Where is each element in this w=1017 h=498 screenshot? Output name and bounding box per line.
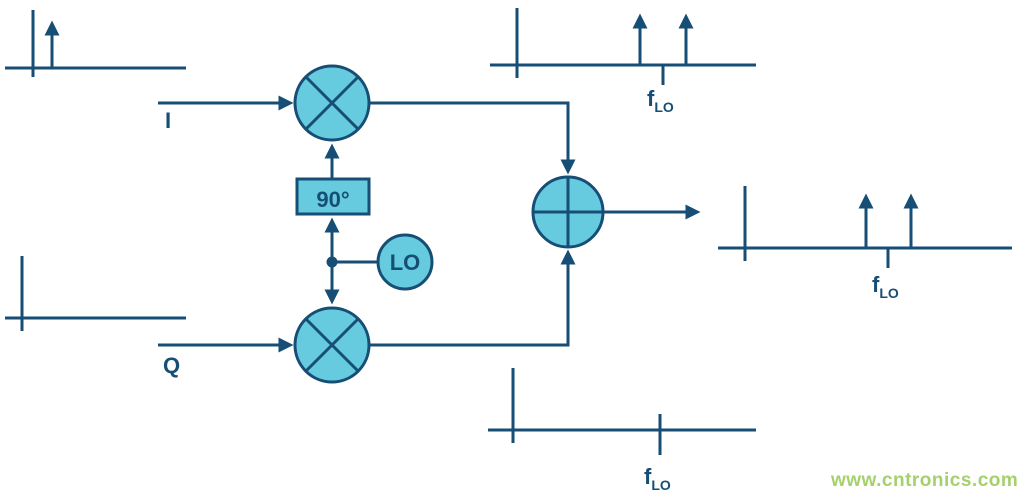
summer bbox=[531, 175, 605, 249]
q-input-spectrum bbox=[5, 256, 186, 331]
lo-label: LO bbox=[390, 250, 421, 275]
flo-label-sub: LO bbox=[654, 99, 674, 115]
lo-distribution-lines bbox=[324, 143, 378, 305]
summer-plus-icon bbox=[533, 177, 603, 247]
watermark-text: www.cntronics.com bbox=[830, 470, 1017, 491]
flo-label-sub: LO bbox=[879, 285, 899, 301]
lo-oscillator: LO bbox=[376, 233, 434, 291]
q-mixer-output-spectrum: fLO bbox=[488, 368, 756, 493]
q-input-label: Q bbox=[163, 353, 180, 378]
flo-label-f: f bbox=[644, 464, 652, 489]
flo-label: fLO bbox=[644, 464, 671, 493]
flo-label: fLO bbox=[872, 272, 899, 301]
mixer-q bbox=[293, 306, 371, 384]
flo-label: fLO bbox=[647, 86, 674, 115]
mixer-i bbox=[293, 64, 371, 142]
junction-dot bbox=[326, 256, 338, 268]
flo-label-f: f bbox=[647, 86, 655, 111]
i-input-label: I bbox=[165, 108, 171, 133]
i-mixer-output-spectrum: fLO bbox=[490, 8, 756, 115]
phase-shifter-box bbox=[295, 177, 371, 216]
mixer-i-output-to-summer bbox=[369, 101, 576, 175]
combined-output-spectrum: fLO bbox=[718, 186, 1012, 301]
flo-label-f: f bbox=[872, 272, 880, 297]
phase-shifter-label: 90° bbox=[316, 187, 349, 212]
mixer-q-output-to-summer bbox=[369, 249, 576, 347]
phase-shifter-90: 90° bbox=[295, 177, 371, 216]
mixer-output-lines bbox=[369, 101, 576, 347]
flo-label-sub: LO bbox=[651, 477, 671, 493]
mixer-q-x-icon bbox=[304, 317, 360, 373]
lo-circle bbox=[376, 233, 434, 291]
i-input-spectrum bbox=[5, 10, 186, 77]
mixer-i-x-icon bbox=[304, 75, 360, 131]
